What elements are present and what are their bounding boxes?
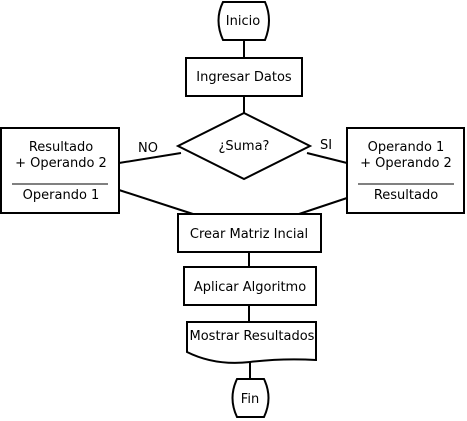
yes-label: SI (320, 138, 332, 153)
edge-decision-right (306, 152, 348, 164)
end-node: Fin (231, 378, 270, 418)
start-node: Inicio (217, 1, 270, 41)
decision-node: ¿Suma? (175, 111, 313, 181)
display-node-label: Mostrar Resultados (190, 329, 315, 344)
display-node: Mostrar Resultados (186, 321, 317, 364)
end-node-label: Fin (241, 392, 259, 407)
right-operation-node: Operando 1 + Operando 2 Resultado (346, 127, 465, 214)
input-node: Ingresar Datos (185, 57, 303, 97)
left-operation-line2: + Operando 2 (15, 156, 107, 171)
edge-left-matrix (118, 189, 194, 215)
input-node-label: Ingresar Datos (196, 70, 292, 85)
edge-right-matrix (298, 197, 348, 215)
right-operation-line3: Resultado (374, 188, 438, 203)
matrix-node-label: Crear Matriz Incial (190, 227, 308, 242)
left-operation-line3: Operando 1 (23, 188, 100, 203)
algorithm-node-label: Aplicar Algoritmo (194, 280, 306, 295)
decision-node-label: ¿Suma? (219, 139, 270, 154)
left-operation-line1: Resultado (29, 140, 93, 155)
right-operation-line2: + Operando 2 (360, 156, 452, 171)
left-operation-node: Resultado + Operando 2 Operando 1 (0, 127, 120, 214)
edge-decision-left (118, 152, 182, 164)
right-operation-line1: Operando 1 (368, 140, 445, 155)
start-node-label: Inicio (226, 14, 260, 29)
algorithm-node: Aplicar Algoritmo (183, 266, 317, 306)
no-label: NO (138, 141, 158, 156)
matrix-node: Crear Matriz Incial (177, 213, 322, 253)
